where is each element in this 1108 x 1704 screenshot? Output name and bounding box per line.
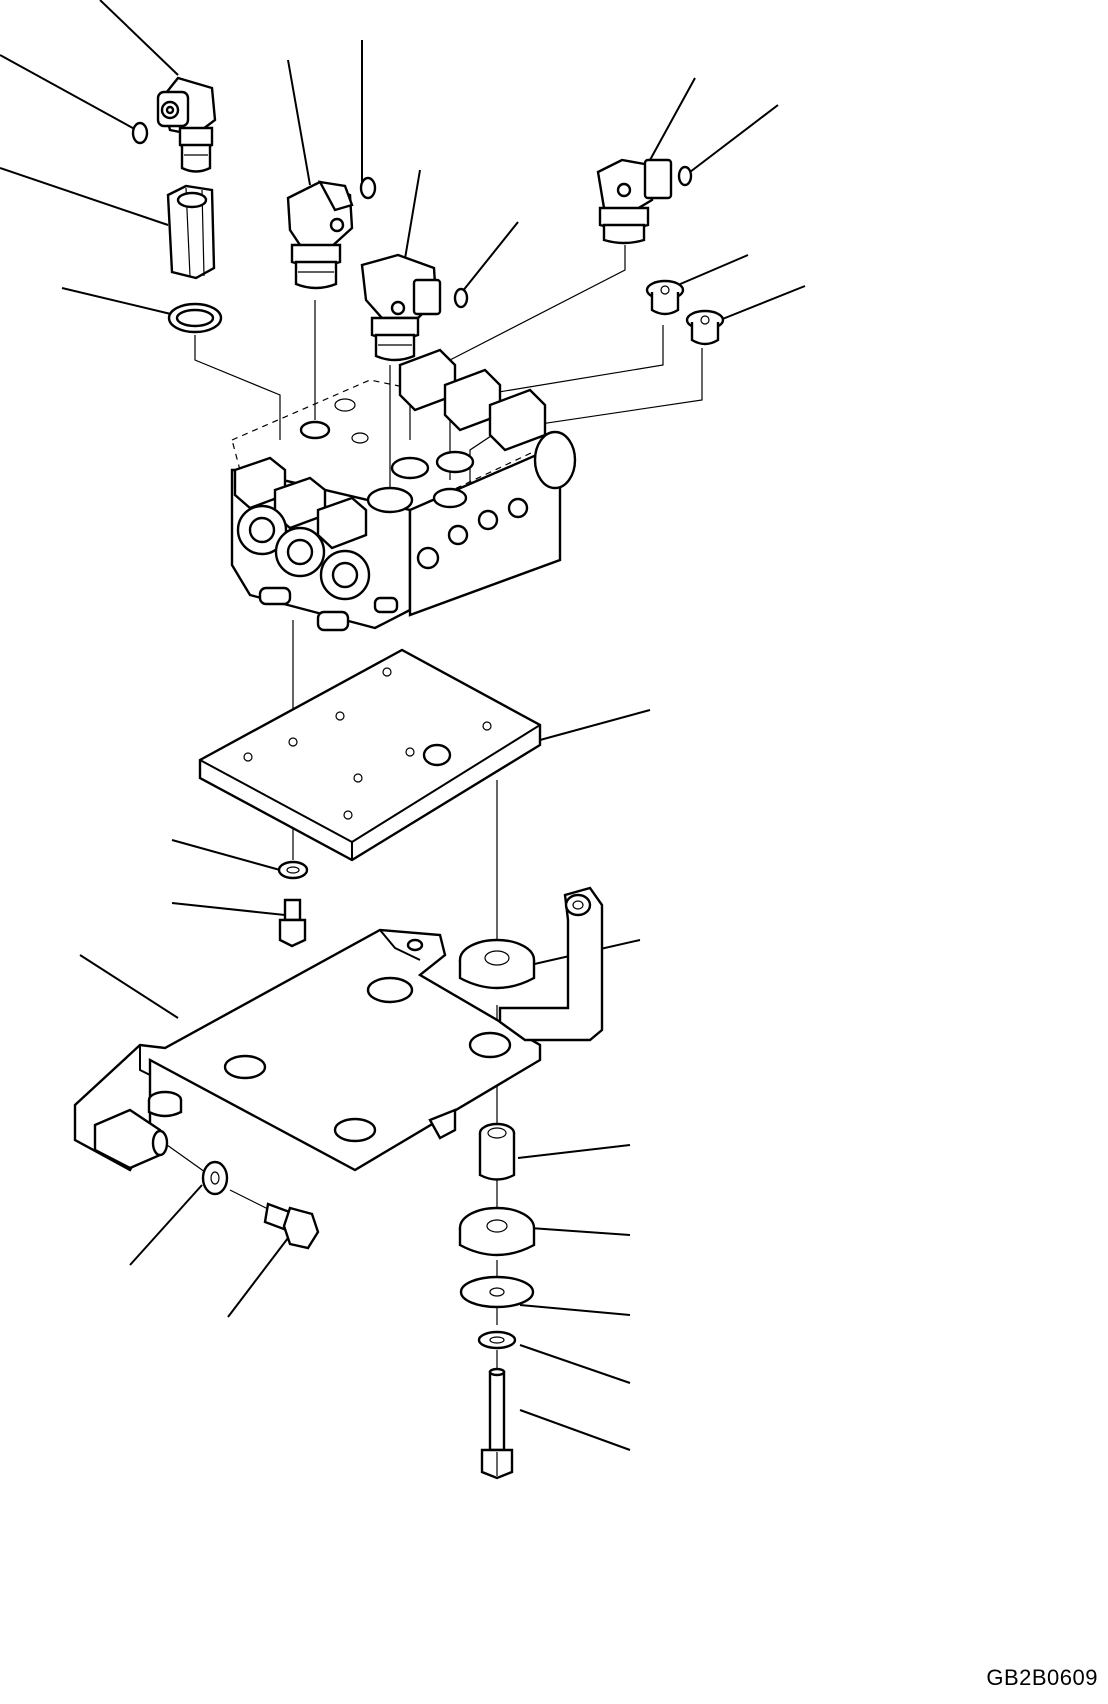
bolt-long [480, 1367, 514, 1480]
side-washer [201, 1160, 229, 1196]
elbow-fitting-3 [360, 253, 442, 362]
elbow-fitting-1 [156, 76, 217, 173]
o-ring-1 [131, 121, 149, 145]
drawing-code-label: GB2B0609 [986, 1665, 1098, 1690]
hex-adapter [166, 184, 216, 280]
bolt-small [278, 898, 307, 948]
elbow-fitting-4 [596, 158, 673, 245]
o-ring-4 [453, 287, 469, 309]
leader-lines [0, 0, 806, 1451]
o-ring-5 [677, 165, 693, 187]
plug-1 [645, 279, 685, 316]
rubber-mount-lower [458, 1206, 536, 1257]
elbow-fitting-2 [286, 180, 354, 290]
mounting-plate [198, 648, 542, 862]
washer-small [477, 1330, 517, 1350]
washer-large [459, 1275, 535, 1309]
collar [478, 1122, 516, 1181]
control-valve-block [230, 348, 577, 632]
side-bolt [263, 1202, 320, 1250]
rubber-mount-upper [458, 938, 536, 990]
o-ring-3 [359, 176, 377, 200]
plug-2 [685, 309, 725, 346]
support-arm [498, 886, 604, 1042]
nut [277, 860, 309, 880]
o-ring-2 [167, 302, 223, 334]
bracket [73, 928, 542, 1172]
